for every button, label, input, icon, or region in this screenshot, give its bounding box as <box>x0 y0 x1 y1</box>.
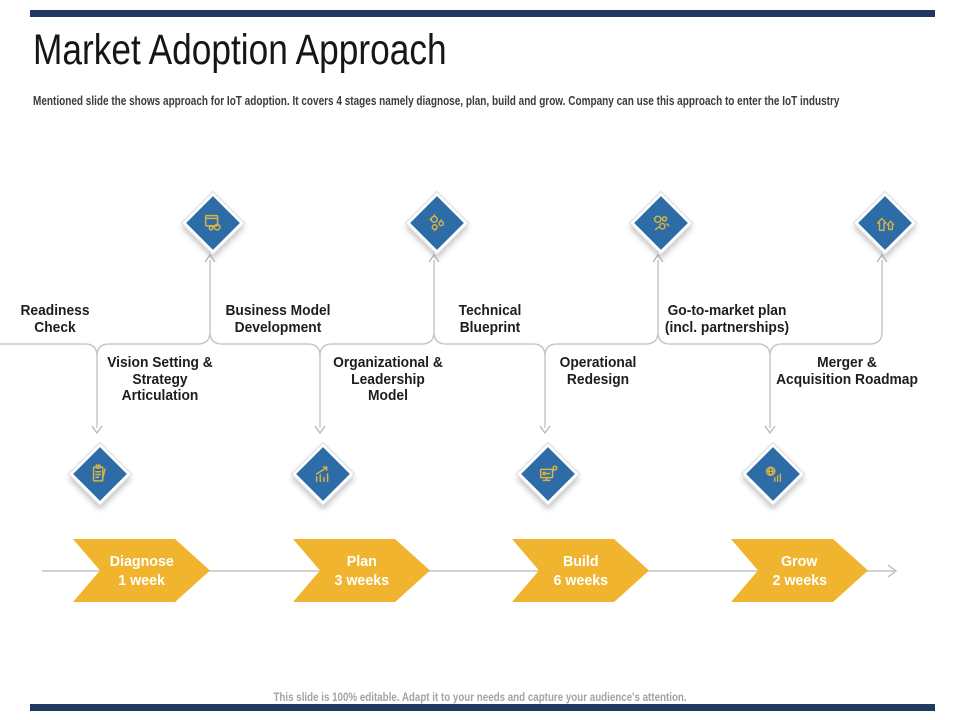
footer-note: This slide is 100% editable. Adapt it to… <box>273 692 687 704</box>
gears-wrench-icon <box>653 215 670 231</box>
milestone-diamond <box>405 191 469 255</box>
stage-duration: 6 weeks <box>553 571 608 589</box>
stage-name: Plan <box>346 552 377 570</box>
milestone-diamond <box>516 442 580 506</box>
stage-name: Grow <box>781 552 818 570</box>
top-accent-bar <box>30 10 935 17</box>
label-operational-redesign: Operational Redesign <box>559 354 637 388</box>
label-organizational-model: Organizational & Leadership Model <box>333 354 443 404</box>
milestone-diamond <box>68 442 132 506</box>
label-merger-acquisition: Merger & Acquisition Roadmap <box>776 354 918 388</box>
stage-name: Build <box>562 552 599 570</box>
label-readiness-check: Readiness Check <box>20 302 90 336</box>
connector-arrowheads <box>91 253 888 435</box>
growth-arrows-icon <box>876 217 895 232</box>
bottom-accent-bar <box>30 704 935 711</box>
checklist-icon <box>92 464 106 482</box>
milestone-diamond <box>853 191 917 255</box>
label-go-to-market-plan: Go-to-market plan (incl. partnerships) <box>664 302 790 336</box>
milestone-diamond <box>629 191 693 255</box>
document-gears-icon <box>204 214 221 231</box>
label-business-model: Business Model Development <box>225 302 331 336</box>
milestone-diamond <box>741 442 805 506</box>
milestone-diamond <box>291 442 355 506</box>
stage-duration: 1 week <box>118 571 165 589</box>
circuit-monitor-icon <box>539 465 558 482</box>
stage-duration: 3 weeks <box>334 571 389 589</box>
slide-description: Mentioned slide the shows approach for I… <box>33 94 840 108</box>
label-technical-blueprint: Technical Blueprint <box>458 302 522 336</box>
page-title: Market Adoption Approach <box>33 26 447 74</box>
gears-icon <box>429 214 445 232</box>
stage-duration: 2 weeks <box>772 571 827 589</box>
bar-chart-growth-icon <box>315 466 329 483</box>
milestone-diamond <box>181 191 245 255</box>
stage-name: Diagnose <box>109 552 174 570</box>
label-vision-setting: Vision Setting & Strategy Articulation <box>107 354 213 404</box>
globe-analytics-icon <box>765 466 782 483</box>
